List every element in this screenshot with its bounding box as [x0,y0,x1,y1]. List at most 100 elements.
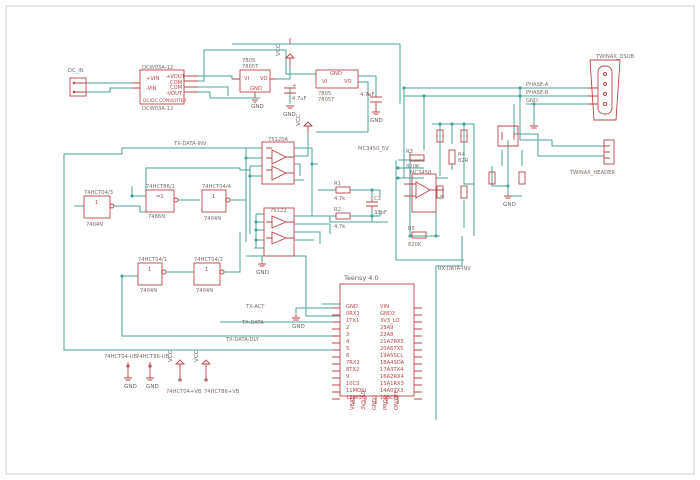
teensy-pin-left-2: 1TX1 [346,318,359,324]
label-74hct04-ub: 74HCT04-UB [104,354,138,360]
twinax-dsub-label: TWINAX_DSUB [595,54,634,60]
label-74hct86-vb: 74HCT86+VB [204,389,240,395]
net-label-tx-data-inv: TX-DATA-INV [173,141,207,147]
teensy-pin-right-4: 22A8 [380,332,393,338]
dcdc-converter-label: DC/DC CONVERTER [143,98,187,104]
dcdc-pin-vout-minus: -VOUT [166,91,183,97]
reg1-gnd-label: GND [251,104,264,110]
reg2-pin-vo: VO [344,79,352,85]
teensy-pin-left-10: 9 [346,374,349,380]
teensy-pin-left-4: 3 [346,332,349,338]
resistor-r1: R1 4.7k [334,181,351,202]
teensy-pin-left-11: 10CS [346,381,360,387]
receiver-mc3450-name: MC3450 [410,170,431,176]
dcdc-converter: DCW03A-12 +VIN -VIN +VOUT COM COM -VOUT … [132,65,198,112]
gate-74hct04-2: 74HCT04/2 1 7404N [193,257,225,294]
junctions [120,86,536,278]
dcdc-pin-com-1: COM [170,80,182,86]
driver-75122: 75122 GND [256,207,295,276]
net-label-tx-data-dly: TX-DATA-DLY [225,337,260,343]
gate-74hct04-4-value: 7404N [204,216,221,222]
resistor-r3-value: 820K [406,164,420,170]
reg1-value: 7805T [242,64,259,70]
teensy-pin-left-3: 2 [346,325,349,331]
twinax-header-connector: TWINAX_HEADER [569,139,615,176]
gate-74hct04-1-name: 74HCT04/1 [138,257,167,263]
reg1-pin-vo: VO [260,76,268,82]
dcdc-pin-vin-minus: -VIN [146,86,157,92]
label-74hct04-vb: 74HCT04+VB [166,389,202,395]
power-symbols: 74HCT04-UB GND 74HCT86-UB GND VCC 74HCT0… [104,350,240,395]
capacitor-c3-value: 33pF [374,210,387,216]
vcc-label-hc04: VCC [168,350,174,362]
gate-74hct04-1-value: 7404N [140,288,157,294]
resistor-r5-name: R5 [408,226,415,232]
right-gnd-label: GND [503,202,516,208]
teensy-pin-right-8: 18A4SDA [380,360,405,366]
teensy-pin-left-13: 12MISO [346,395,366,401]
capacitor-c3-name: C3 [374,196,381,202]
vcc-label-2: VCC [296,114,302,126]
regulator-2: VI VO GND 7805 7805T [315,69,359,103]
teensy-pin-bottom-1: 3V3_LO [361,390,367,410]
twinax-header-label: TWINAX_HEADER [569,170,615,176]
teensy-pin-bottom-2: GND3 [372,395,378,410]
teensy-pin-left-12: 11MOSI [346,388,366,394]
teensy-pin-right-12: 14A0TX3 [380,388,403,394]
right-resistor-network: GND [436,125,538,208]
regulator-1: 7805 7805T VI VO GND GND [232,58,276,110]
resistor-r1-name: R1 [334,181,341,187]
teensy-pin-right-5: 21A7RX5 [380,339,404,345]
gnd-label-hc86: GND [146,384,159,390]
driver-75120: 75120A [261,137,295,185]
teensy-pin-left-0: GND [346,304,358,310]
vcc-symbol-1: VCC [276,44,296,66]
reg1-pin-vi: VI [244,76,250,82]
dcdc-pin-vin-plus: +VIN [146,76,159,82]
teensy-bottom-pins: VBAT 3V3_LO GND3 PROG ON/OFF [350,390,400,410]
resistor-r3-name: R3 [406,149,413,155]
teensy-pin-right-1: GND2 [380,311,395,317]
gate-74hct04-3-symbol: 1 [95,200,98,206]
resistor-r5: R5 820K [408,226,427,248]
gate-74hct86-1: 74HCT86/1 =1 7486N [145,184,179,220]
gate-74hct04-4-name: 74HCT04/4 [202,184,232,190]
teensy-pin-bottom-3: PROG [383,395,389,410]
gate-74hct04-4: 74HCT04/4 1 7404N [201,184,232,222]
dcdc-value: DCW03A-12 [142,106,173,112]
teensy-pin-bottom-4: ON/OFF [394,390,400,410]
teensy-right-pins: VIN GND2 3V3_LO 23A9 22A8 21A7RX5 20A6TX… [380,304,405,401]
twinax-dsub-connector: TWINAX_DSUB [588,54,634,121]
teensy-pin-left-9: 8TX2 [346,367,359,373]
capacitor-reg1-value: 4.7uF [292,96,307,102]
reg2-value: 7805T [318,97,335,103]
vcc-symbol-2: VCC [296,114,314,134]
vcc-label-hc86: VCC [194,350,200,362]
teensy-pin-right-0: VIN [380,304,389,310]
teensy-pin-right-3: 23A9 [380,325,393,331]
gate-74hct86-1-value: 7486N [148,214,165,220]
dcdc-pin-com-2: COM [170,85,182,91]
net-label-tx-act: TX-ACT [245,304,265,310]
teensy-pin-right-11: 15A1RX3 [380,381,404,387]
gate-74hct04-3: 74HCT04/3 1 7404N [83,190,115,228]
net-label-phase-b: PHASE-B [526,90,549,96]
net-label-tx-data: TX-DATA [241,320,264,326]
gate-74hct04-2-name: 74HCT04/2 [194,257,223,263]
reg1-name: 7805 [242,58,255,64]
label-74hct86-ub: 74HCT86-UB [136,354,170,360]
gate-74hct86-1-name: 74HCT86/1 [146,184,175,190]
dcdc-name: DCW03A-12 [142,65,173,71]
teensy-pin-right-13: 13SCK [380,395,398,401]
dc-in-connector: DC_IN [68,68,87,97]
capacitor-reg2-value: 4.7uF [360,92,375,98]
capacitor-reg1: + 4.7uF GND [283,83,307,118]
resistor-r4: R4 82R [448,149,469,165]
capacitor-c3: C3 33pF [366,196,387,216]
resistor-r2-value: 4.7k [334,224,345,230]
teensy-pin-right-9: 17A3TX4 [380,367,404,373]
cap-plus-1: + [292,83,296,89]
resistor-r4-name: R4 [458,152,466,158]
gate-74hct04-1: 74HCT04/1 1 7404N [137,257,167,294]
